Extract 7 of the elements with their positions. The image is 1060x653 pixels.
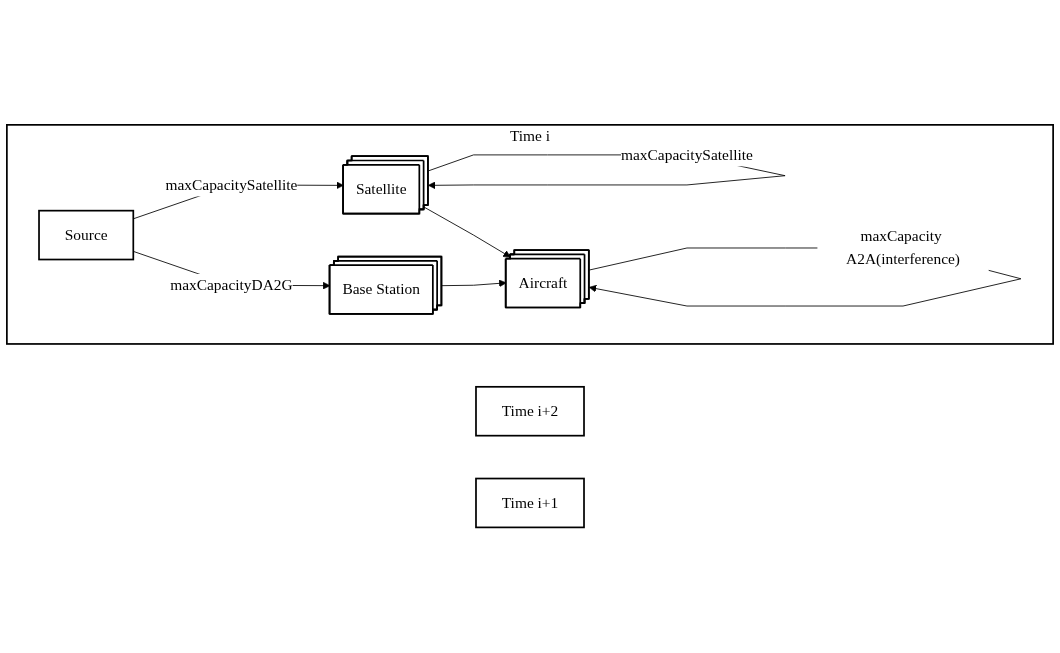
edge-label: maxCapacity A2A(interference) bbox=[846, 227, 960, 269]
edge-label: maxCapacityDA2G bbox=[170, 276, 293, 294]
node-box: Time i+1 bbox=[475, 478, 585, 529]
edge-label: maxCapacitySatellite bbox=[620, 146, 753, 164]
edge-label: maxCapacitySatellite bbox=[165, 176, 298, 194]
node-box: Time i+2 bbox=[475, 386, 585, 437]
node-box: Source bbox=[38, 210, 135, 261]
